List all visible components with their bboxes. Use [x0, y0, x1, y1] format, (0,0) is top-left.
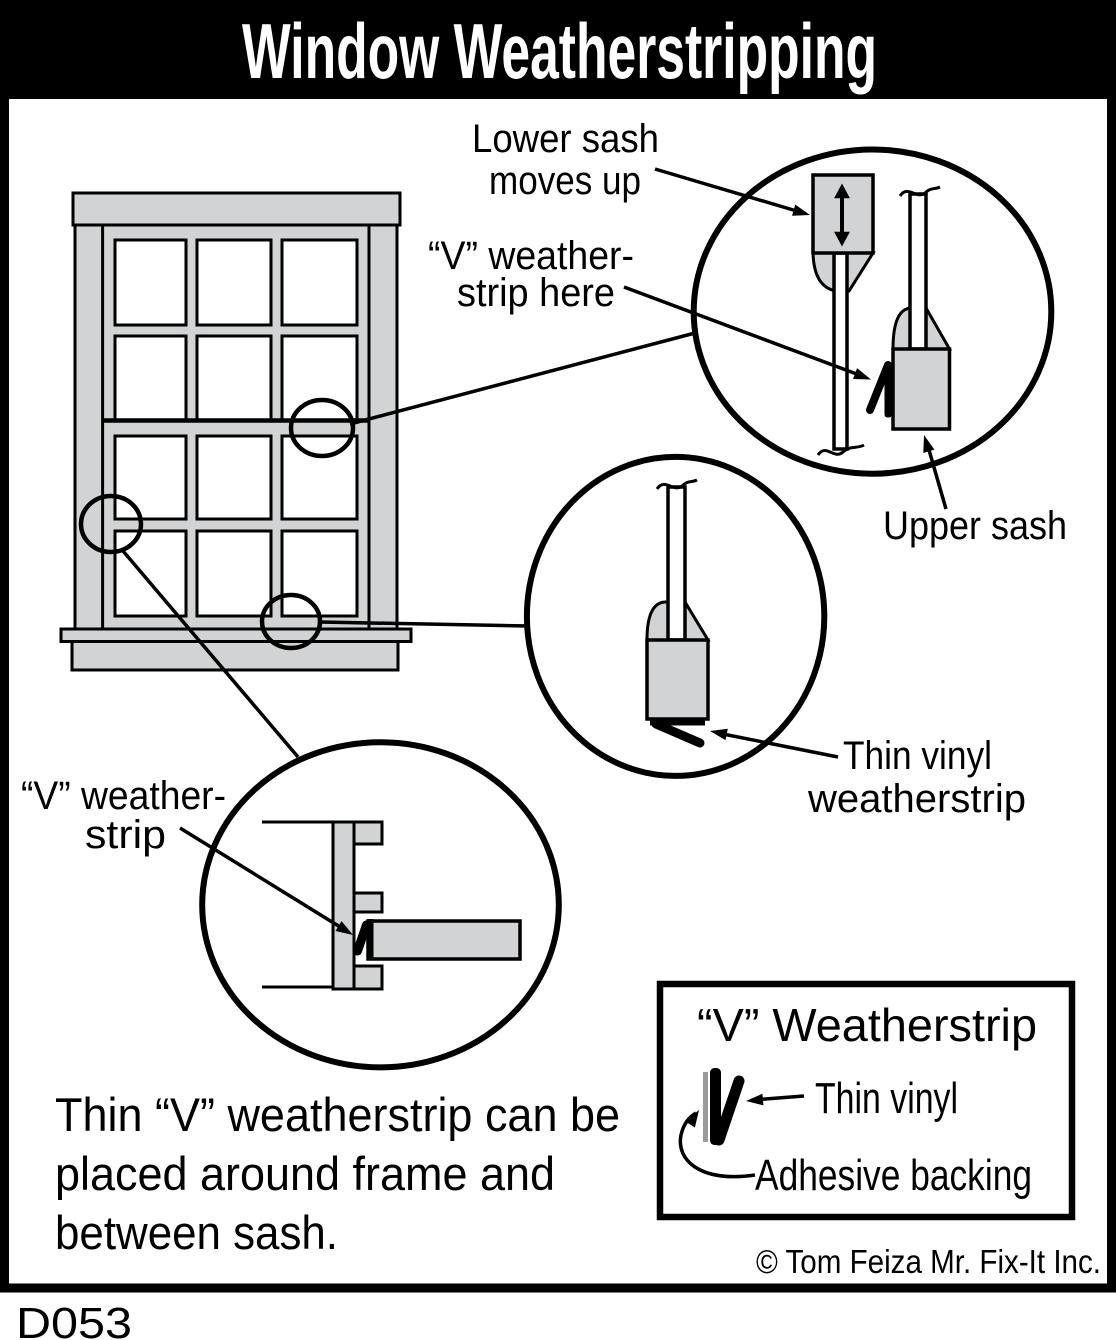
svg-text:Adhesive backing: Adhesive backing [755, 1151, 1032, 1200]
svg-text:moves up: moves up [489, 159, 641, 203]
svg-text:placed around frame and: placed around frame and [55, 1147, 555, 1200]
svg-text:D053: D053 [16, 1299, 132, 1340]
svg-text:“V” weather-: “V” weather- [428, 234, 634, 278]
svg-text:weatherstrip: weatherstrip [807, 777, 1026, 821]
svg-text:© Tom Feiza Mr. Fix-It Inc.: © Tom Feiza Mr. Fix-It Inc. [756, 1243, 1101, 1280]
svg-text:Thin vinyl: Thin vinyl [815, 1074, 958, 1123]
svg-text:Thin vinyl: Thin vinyl [843, 734, 992, 778]
svg-text:Lower sash: Lower sash [472, 117, 659, 161]
svg-text:“V” Weatherstrip: “V” Weatherstrip [697, 999, 1037, 1051]
svg-text:Window Weatherstripping: Window Weatherstripping [242, 7, 877, 95]
svg-text:Upper sash: Upper sash [883, 504, 1067, 548]
svg-text:“V” weather-: “V” weather- [21, 774, 226, 818]
svg-text:between sash.: between sash. [55, 1206, 338, 1259]
svg-text:strip here: strip here [457, 271, 615, 315]
svg-text:strip: strip [85, 813, 166, 857]
svg-text:Thin “V” weatherstrip can be: Thin “V” weatherstrip can be [55, 1088, 620, 1141]
